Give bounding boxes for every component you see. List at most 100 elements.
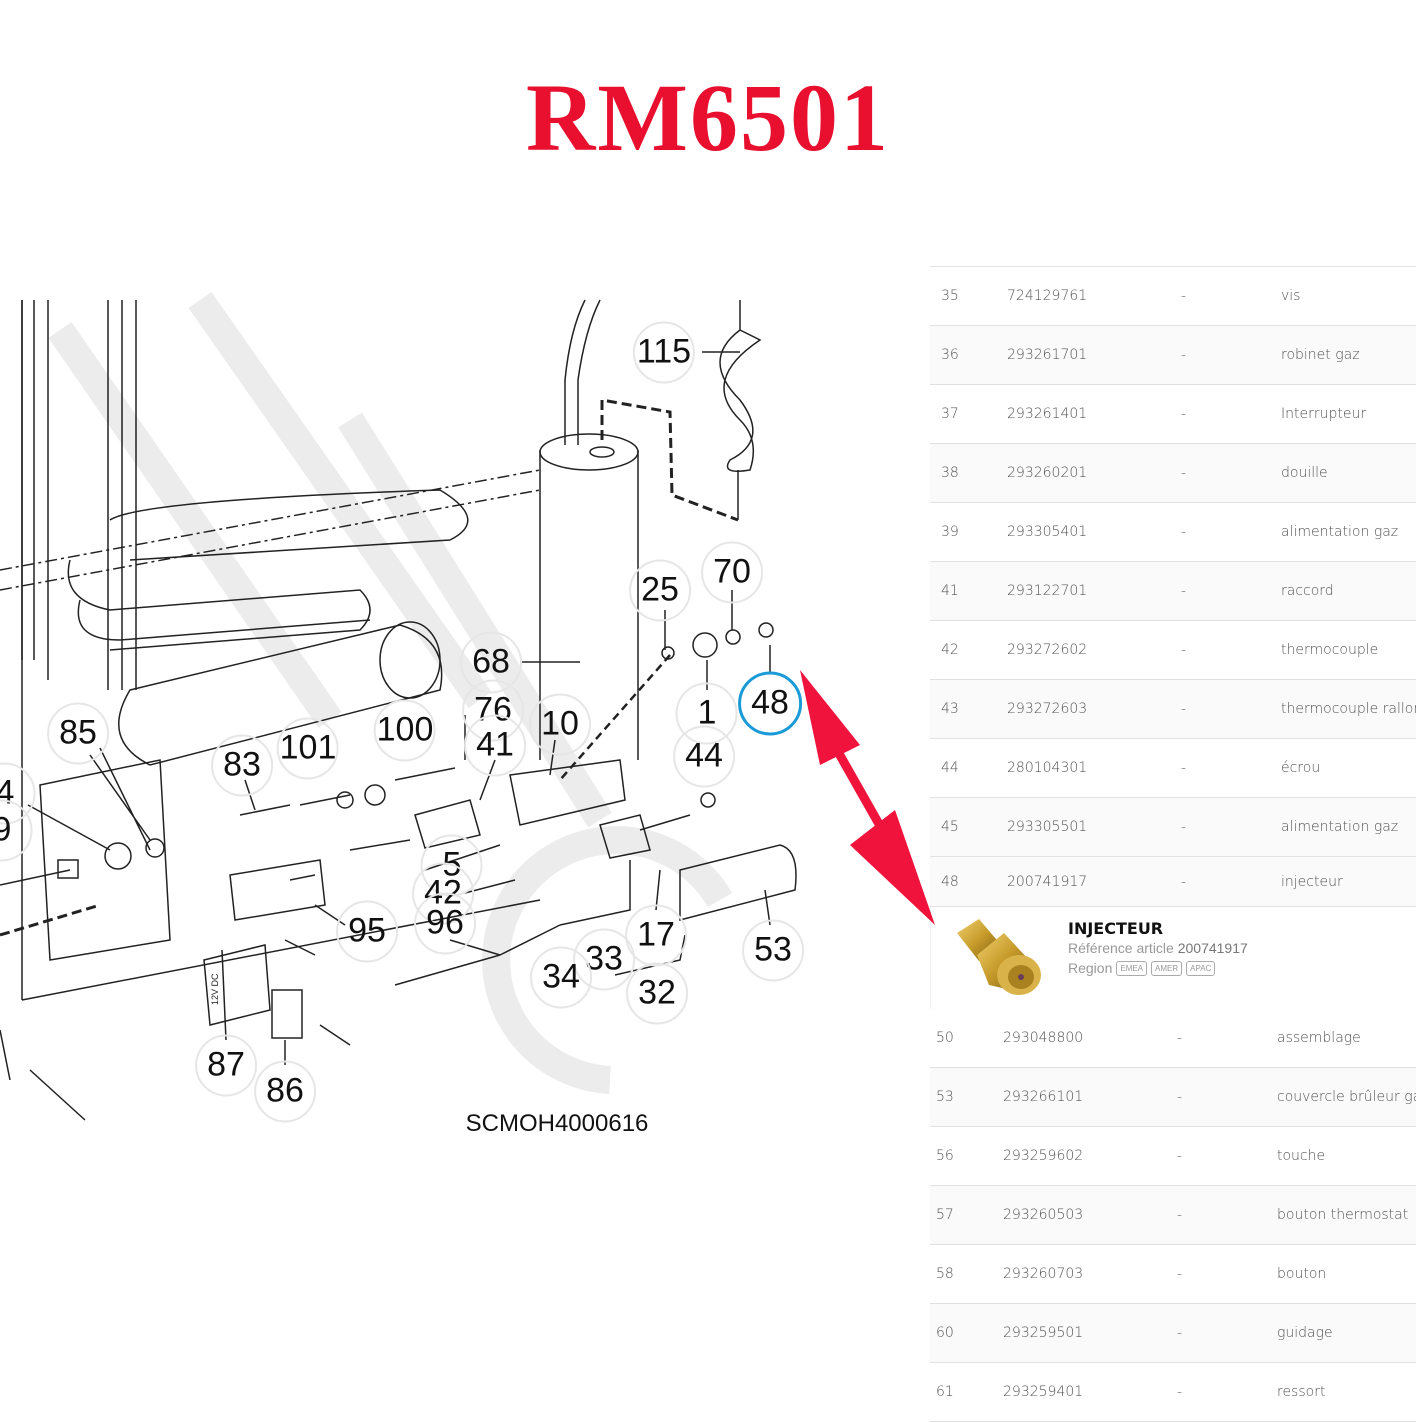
cell-desc: écrou: [1281, 760, 1321, 776]
cell-pos: 38: [941, 465, 959, 481]
cell-ref: 293259401: [1003, 1384, 1084, 1400]
cell-ref: 293048800: [1003, 1030, 1084, 1046]
callout-highlighted[interactable]: 48: [751, 683, 789, 722]
cell-pos: 39: [941, 524, 959, 540]
cell-ref: 293272602: [1007, 642, 1088, 658]
table-row[interactable]: 43 293272603 - thermocouple rallong: [930, 680, 1416, 739]
cell-ref: 293266101: [1003, 1089, 1084, 1105]
cell-qty: -: [1181, 465, 1187, 481]
table-row[interactable]: 38 293260201 - douille: [930, 444, 1416, 503]
callout: 70: [713, 552, 751, 591]
callout: 44: [685, 736, 723, 775]
cell-pos: 37: [941, 406, 959, 422]
cell-desc: alimentation gaz: [1281, 819, 1399, 835]
cell-desc: douille: [1281, 465, 1328, 481]
callout: 1: [697, 693, 717, 732]
cell-pos: 42: [941, 642, 959, 658]
callout: 100: [376, 710, 434, 749]
page-title: RM6501: [526, 64, 890, 171]
parts-table: 35 724129761 - vis 36 293261701 - robinet gaz 37…: [930, 266, 1416, 1422]
callout: 101: [279, 728, 337, 767]
cell-desc: Interrupteur: [1281, 406, 1367, 422]
cell-pos: 50: [936, 1030, 954, 1046]
cell-qty: -: [1181, 701, 1187, 717]
cell-ref: 293260703: [1003, 1266, 1084, 1282]
callout: 17: [637, 915, 675, 954]
cell-pos: 35: [941, 288, 959, 304]
cell-pos: 58: [936, 1266, 954, 1282]
table-row[interactable]: 39 293305401 - alimentation gaz: [930, 503, 1416, 562]
part-name: INJECTEUR: [1068, 919, 1164, 938]
ignitor-95: [229, 859, 326, 921]
table-row[interactable]: 58 293260703 - bouton: [930, 1245, 1416, 1304]
part-detail-card[interactable]: INJECTEUR Référence article 200741917 Re…: [930, 907, 1416, 1009]
cell-desc: bouton: [1277, 1266, 1327, 1282]
cell-ref: 293272603: [1007, 701, 1088, 717]
cell-desc: raccord: [1281, 583, 1334, 599]
callout: 115: [636, 332, 692, 371]
cell-desc: touche: [1277, 1148, 1326, 1164]
callout: 34: [542, 957, 580, 996]
cell-qty: -: [1181, 819, 1187, 835]
cell-ref: 724129761: [1007, 288, 1088, 304]
cell-qty: -: [1177, 1325, 1183, 1341]
cell-ref: 293259602: [1003, 1148, 1084, 1164]
callout: 87: [207, 1045, 245, 1084]
cell-pos: 61: [936, 1384, 954, 1400]
cell-qty: -: [1177, 1030, 1183, 1046]
cell-desc: robinet gaz: [1281, 347, 1360, 363]
cell-desc: assemblage: [1277, 1030, 1361, 1046]
injector-image: [957, 919, 1041, 995]
callout: 53: [754, 930, 792, 969]
cell-ref: 293261701: [1007, 347, 1088, 363]
callout: 9: [0, 811, 11, 850]
callout: 10: [541, 704, 579, 743]
cell-pos: 44: [941, 760, 959, 776]
cell-qty: -: [1181, 406, 1187, 422]
cell-desc: vis: [1281, 288, 1301, 304]
cell-qty: -: [1181, 760, 1187, 776]
callout: 83: [223, 745, 261, 784]
cell-ref: 280104301: [1007, 760, 1088, 776]
region-tag-emea: EMEA: [1116, 960, 1148, 976]
table-row[interactable]: 50 293048800 - assemblage: [930, 1009, 1416, 1068]
cell-ref: 293305501: [1007, 819, 1088, 835]
table-row[interactable]: 44 280104301 - écrou: [930, 739, 1416, 798]
cell-pos: 36: [941, 347, 959, 363]
callout: 68: [472, 642, 510, 681]
cell-pos: 43: [941, 701, 959, 717]
table-row[interactable]: 36 293261701 - robinet gaz: [930, 326, 1416, 385]
callout: 85: [59, 713, 97, 752]
cell-qty: -: [1181, 524, 1187, 540]
cell-desc: alimentation gaz: [1281, 524, 1399, 540]
thermostat-cord: [719, 300, 762, 520]
cell-pos: 41: [941, 583, 959, 599]
region-tag-amer: AMER: [1151, 960, 1183, 976]
callout: 96: [426, 903, 464, 942]
cell-qty: -: [1181, 583, 1187, 599]
cell-desc: ressort: [1277, 1384, 1326, 1400]
cell-desc: bouton thermostat: [1277, 1207, 1409, 1223]
cell-ref: 293305401: [1007, 524, 1088, 540]
exploded-parts-diagram: 12V DC: [0, 291, 797, 1121]
cell-qty: -: [1177, 1148, 1183, 1164]
fridge-frame: [0, 300, 541, 1001]
cell-qty: -: [1181, 347, 1187, 363]
cell-ref: 293260201: [1007, 465, 1088, 481]
cell-desc: thermocouple rallong: [1281, 701, 1416, 717]
cell-qty: -: [1177, 1266, 1183, 1282]
cell-pos: 57: [936, 1207, 954, 1223]
cell-desc: couvercle brûleur gaz: [1277, 1089, 1416, 1105]
